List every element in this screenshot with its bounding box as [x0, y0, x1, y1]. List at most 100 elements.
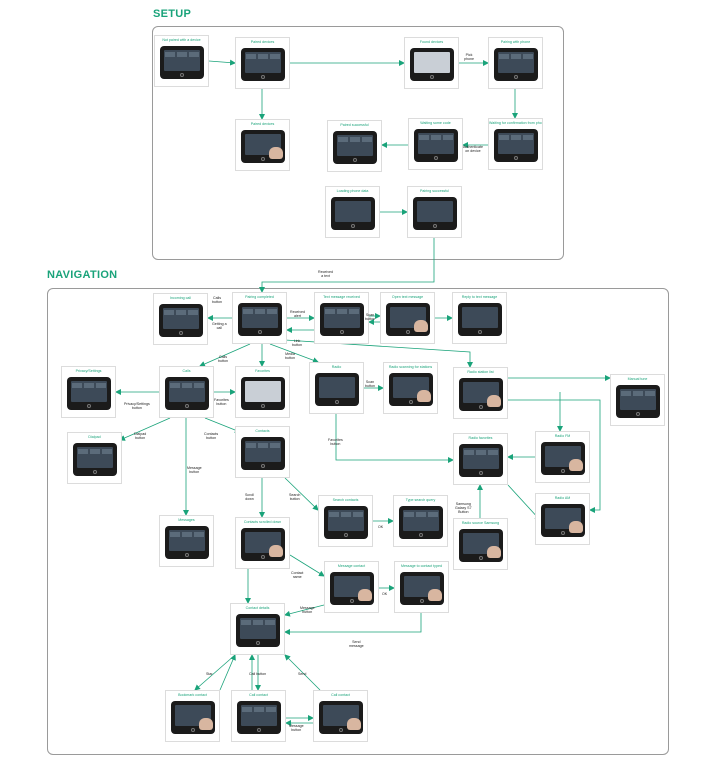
- node-pairing-success: Pairing successful: [407, 186, 462, 238]
- ui-tile: [431, 135, 441, 140]
- ui-tile: [242, 707, 252, 712]
- home-button-icon: [419, 533, 423, 537]
- node-radio-source: Radio source Samsung: [453, 518, 508, 570]
- ui-tile: [428, 512, 438, 517]
- setup-title: SETUP: [153, 8, 192, 20]
- node-label: Message contact: [337, 564, 366, 568]
- device-screen-thumbnail: [389, 373, 433, 406]
- ui-tile: [165, 52, 175, 57]
- node-label: Paired successful: [340, 123, 369, 127]
- node-label: Radio source Samsung: [461, 521, 500, 525]
- hand-image: [428, 589, 442, 601]
- e-pairsucc-nav: [259, 238, 435, 293]
- node-manual-tune: Manual tune: [610, 374, 665, 426]
- home-button-icon: [406, 330, 410, 334]
- edge-label-favorites-button: Favorites button: [214, 398, 229, 407]
- ui-tile: [443, 135, 453, 140]
- edge-label-ok-2: OK: [382, 592, 388, 596]
- node-label: Radio FM: [554, 434, 571, 438]
- e-pairing-calls: [199, 343, 251, 367]
- home-button-icon: [340, 330, 344, 334]
- home-button-icon: [339, 728, 343, 732]
- hand-image: [569, 459, 583, 471]
- node-call-contact-2: Call contact: [313, 690, 368, 742]
- node-incoming-call: Incoming call: [153, 293, 208, 345]
- ui-tile: [189, 52, 199, 57]
- ui-tile: [96, 383, 106, 388]
- e-msgto-details: [284, 613, 422, 635]
- node-label: Contacts: [255, 429, 270, 433]
- navigation-title: NAVIGATION: [47, 269, 118, 281]
- device-screen-thumbnail: [494, 129, 538, 162]
- hand-image: [414, 320, 428, 332]
- node-calls: Calls: [159, 366, 214, 418]
- node-label: Not paired with a device: [162, 38, 201, 42]
- node-paired-devices-2: Paired devices: [235, 119, 290, 171]
- e-details-bookmark: [194, 654, 236, 691]
- home-button-icon: [87, 404, 91, 408]
- device-screen-thumbnail: [330, 572, 374, 605]
- node-radio-fm: Radio FM: [535, 431, 590, 483]
- node-label: Calls: [182, 369, 191, 373]
- ui-tile: [194, 532, 204, 537]
- e-notpaired-paired: [208, 59, 236, 66]
- node-privacy-settings: Privacy/Settings: [61, 366, 116, 418]
- e-call2-details: [284, 654, 321, 691]
- ui-tile: [267, 309, 277, 314]
- home-button-icon: [430, 75, 434, 79]
- device-screen-thumbnail: [319, 701, 363, 734]
- display-area: [335, 201, 371, 222]
- ui-tile: [419, 135, 429, 140]
- device-screen-thumbnail: [413, 197, 457, 230]
- home-button-icon: [261, 157, 265, 161]
- device-screen-thumbnail: [320, 303, 364, 336]
- ui-tile: [266, 707, 276, 712]
- home-button-icon: [179, 331, 183, 335]
- home-button-icon: [561, 469, 565, 473]
- node-label: Dialpad: [88, 435, 101, 439]
- ui-tile: [265, 620, 275, 625]
- node-favorites: Favorites: [235, 366, 290, 418]
- device-screen-thumbnail: [237, 701, 281, 734]
- node-label: Reply to text message: [461, 295, 498, 299]
- ui-tile: [362, 137, 372, 142]
- node-waiting-confirm: Waiting for confirmation from phone: [488, 118, 543, 170]
- node-label: Search contacts: [332, 498, 359, 502]
- edge-label-search-button: Search button: [289, 493, 301, 502]
- home-button-icon: [261, 464, 265, 468]
- device-screen-thumbnail: [333, 131, 377, 164]
- edge-label-contacts-button: Contacts button: [204, 432, 219, 441]
- node-label: Radio scanning for stations: [388, 365, 433, 369]
- home-button-icon: [191, 728, 195, 732]
- edge-label-scroll-down: Scroll down: [245, 493, 254, 502]
- ui-tile: [258, 54, 268, 59]
- home-button-icon: [514, 75, 518, 79]
- edge-label-favorites-button-radio: Favorites button: [328, 438, 343, 447]
- ui-tile: [90, 449, 100, 454]
- device-screen-thumbnail: [241, 528, 285, 561]
- device-screen-thumbnail: [160, 46, 204, 79]
- home-button-icon: [180, 73, 184, 77]
- device-screen-thumbnail: [241, 48, 285, 81]
- device-screen-thumbnail: [458, 303, 502, 336]
- ui-tile: [194, 383, 204, 388]
- ui-tile: [621, 391, 631, 396]
- node-call-contact-1: Call contact: [231, 690, 286, 742]
- device-screen-thumbnail: [400, 572, 444, 605]
- ui-tile: [341, 512, 351, 517]
- display-area: [417, 201, 453, 222]
- ui-tile: [523, 54, 533, 59]
- edge-label-send: Send: [298, 672, 307, 676]
- e-favorites-am: [507, 484, 541, 521]
- device-screen-thumbnail: [459, 444, 503, 477]
- edge-label-pick-phone: Pick phone: [464, 53, 474, 62]
- node-bookmark-contact: Bookmark contact: [165, 690, 220, 742]
- ui-tile: [182, 383, 192, 388]
- edge-label-scan-button-text: Scan button: [365, 313, 375, 322]
- home-button-icon: [514, 156, 518, 160]
- node-paired-devices-top: Paired devices: [235, 37, 290, 89]
- ui-tile: [523, 135, 533, 140]
- edge-label-contact-name: Contact name: [291, 571, 304, 580]
- node-label: Pairing successful: [420, 189, 449, 193]
- hand-image: [569, 521, 583, 533]
